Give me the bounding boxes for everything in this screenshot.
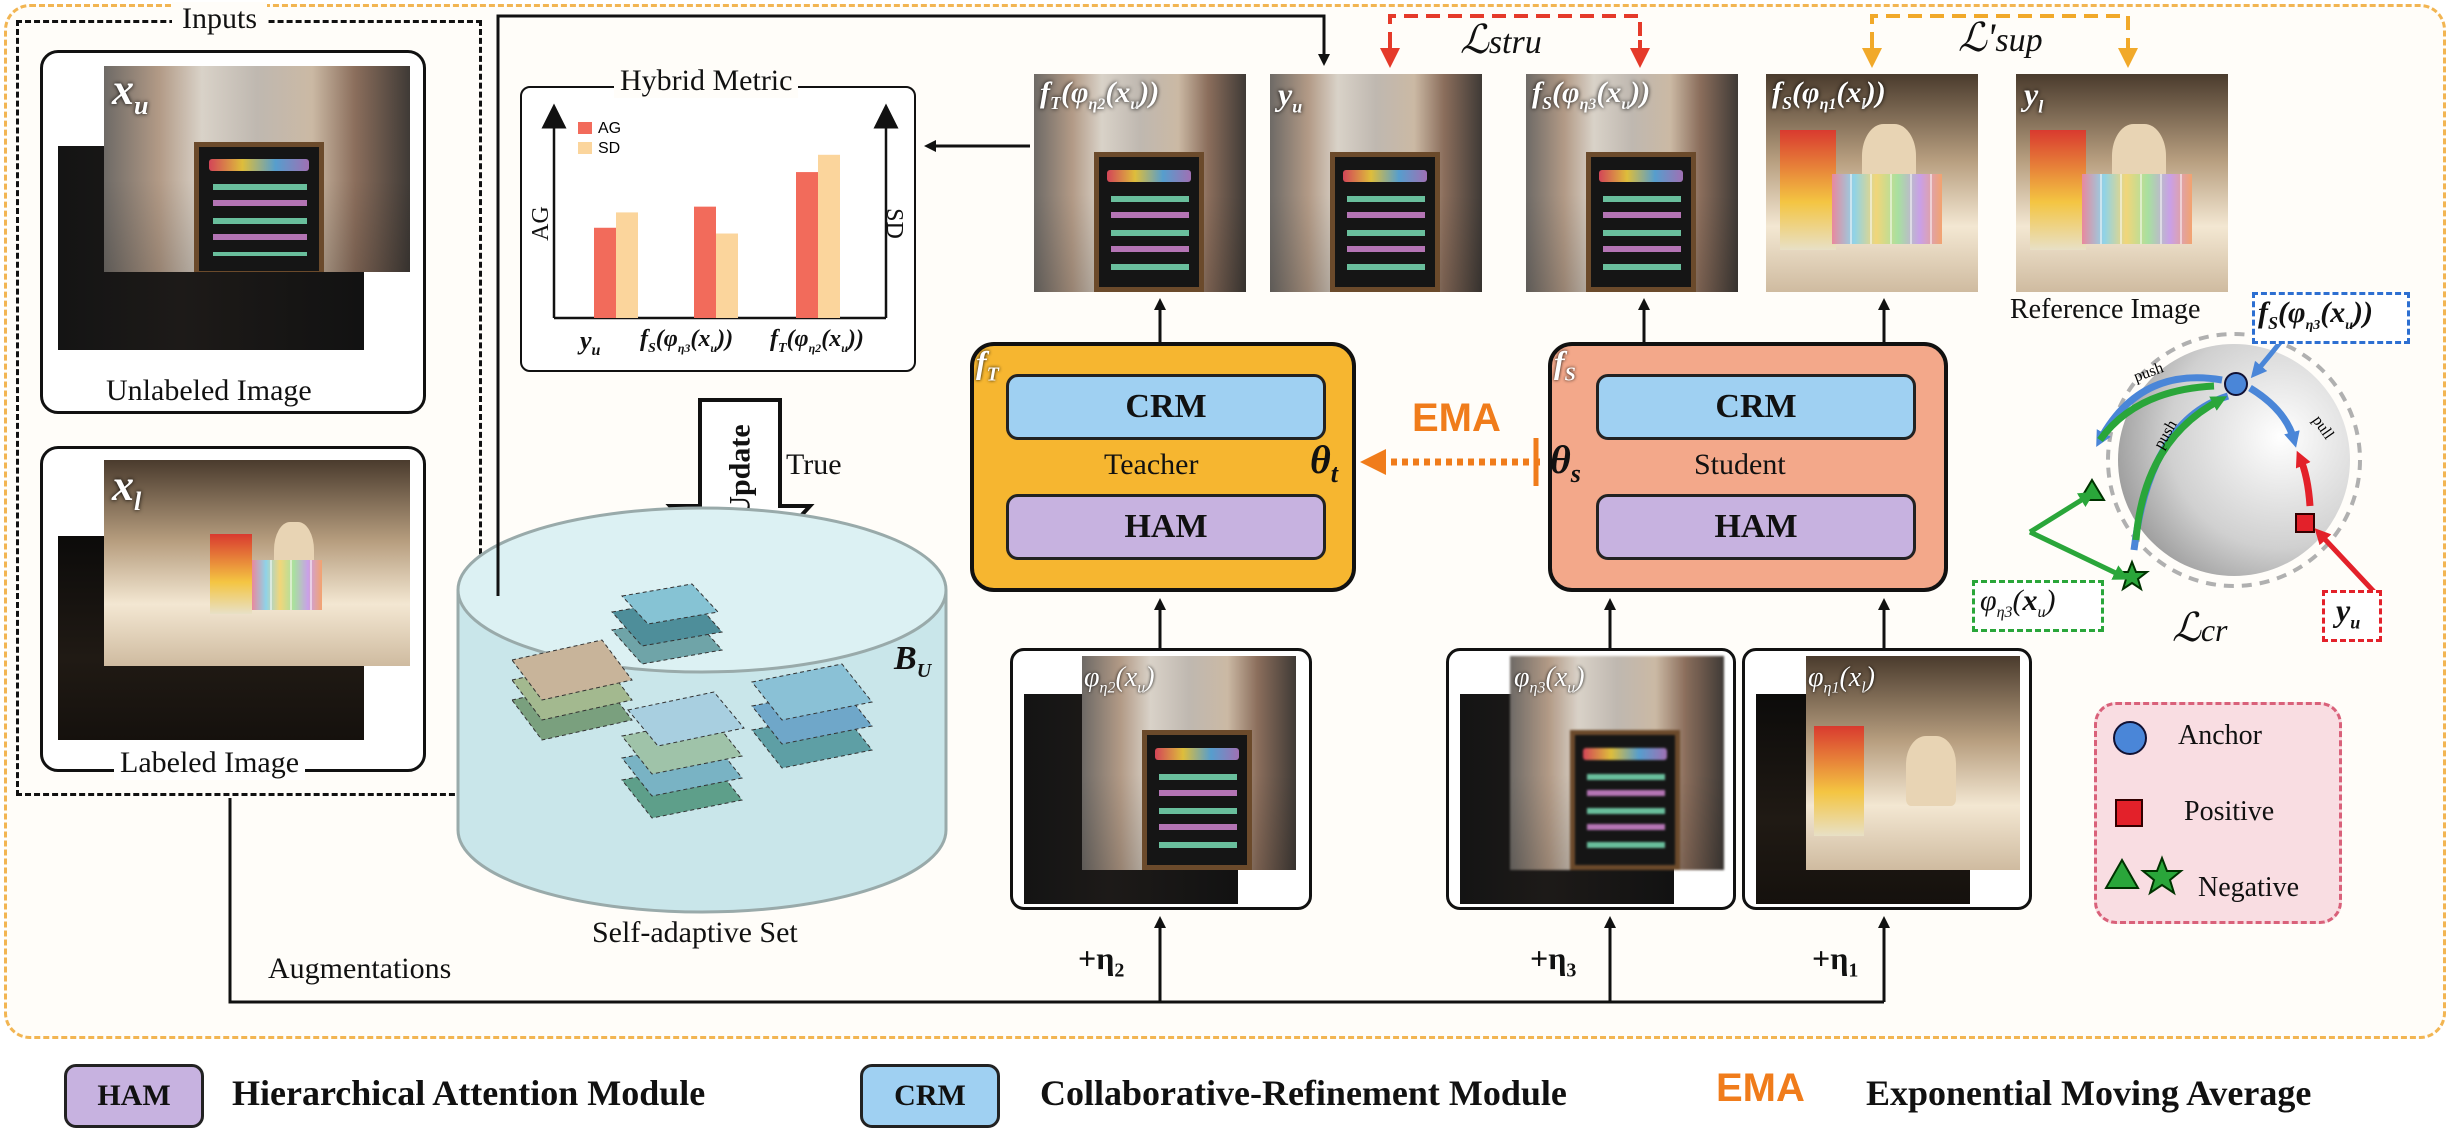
- teacher-ham-module: HAM: [1006, 494, 1326, 560]
- phi1-image: [1806, 656, 2020, 870]
- eta1-label: +η1: [1812, 940, 1859, 982]
- image-stack-3: [621, 691, 745, 819]
- unlabeled-caption: Unlabeled Image: [100, 374, 318, 408]
- augmentations-label: Augmentations: [268, 952, 452, 985]
- anchor-source-label: fS(φη3(xu)): [2258, 296, 2374, 333]
- bar-ag-1: [694, 206, 716, 318]
- sphere-anchor: [2224, 372, 2248, 396]
- legend-negative-text: Negative: [2198, 872, 2300, 903]
- eta3-label: +η3: [1530, 940, 1577, 982]
- ft-output-label: fT(φη2(xu)): [1040, 76, 1160, 113]
- legend-crm-key: CRM: [860, 1064, 1000, 1128]
- student-crm-module: CRM: [1596, 374, 1916, 440]
- loss-sup-label: ℒ'sup: [1958, 15, 2043, 60]
- labeled-bright-image: [104, 460, 410, 666]
- reference-image: [2016, 74, 2228, 292]
- bar-ag-0: [594, 227, 616, 318]
- legend-ham-text: Hierarchical Attention Module: [232, 1073, 706, 1113]
- student-theta: θs: [1550, 437, 1581, 488]
- student-name: Student: [1694, 448, 1786, 481]
- bar-sd-1: [716, 233, 738, 318]
- negative-source-label: φη3(xu): [1980, 584, 2056, 621]
- true-label: True: [786, 448, 842, 481]
- teacher-name: Teacher: [1104, 448, 1199, 481]
- image-stack-4: [751, 663, 873, 769]
- yl-label: yl: [2024, 76, 2044, 117]
- sample-legend-marks: [2104, 721, 2184, 896]
- phi3-image: [1510, 656, 1724, 870]
- tick-label-fs: fS(φη3(xu)): [640, 326, 734, 356]
- labeled-caption: Labeled Image: [114, 746, 306, 780]
- positive-source-label: yu: [2336, 592, 2361, 633]
- loss-stru-label: ℒstru: [1460, 17, 1542, 62]
- legend-crm-text: Collaborative-Refinement Module: [1040, 1073, 1567, 1113]
- unlabeled-bright-image: [104, 66, 410, 272]
- legend-positive-mark: [2115, 799, 2143, 827]
- legend-label-sd: SD: [598, 140, 620, 157]
- legend-negative-star: [2140, 855, 2184, 896]
- legend-label-ag: AG: [598, 120, 621, 137]
- legend-ema-text: Exponential Moving Average: [1866, 1073, 2312, 1113]
- self-adaptive-label: Self-adaptive Set: [592, 916, 798, 949]
- bar-sd-2: [818, 154, 840, 318]
- legend-negative-triangle: [2104, 857, 2140, 889]
- hybrid-metric-title: Hybrid Metric: [614, 64, 799, 98]
- legend-swatch-sd: [578, 142, 592, 154]
- teacher-crm-module: CRM: [1006, 374, 1326, 440]
- legend-anchor-text: Anchor: [2178, 720, 2262, 751]
- legend-ema-key: EMA: [1716, 1066, 1805, 1110]
- loss-cr-label: ℒcr: [2172, 605, 2228, 650]
- fs-unlabeled-output-label: fS(φη3(xu)): [1532, 76, 1651, 113]
- ft-output-image: [1034, 74, 1246, 292]
- tick-label-ft: fT(φη2(xu)): [770, 326, 864, 356]
- fs-labeled-output-label: fS(φη1(xl)): [1772, 76, 1886, 113]
- phi1-label: φη1(xl): [1808, 662, 1875, 697]
- bu-symbol: BU: [894, 640, 932, 682]
- eta2-label: +η2: [1078, 940, 1125, 982]
- bar-ag-2: [796, 172, 818, 318]
- anchor-source-box: [2252, 292, 2410, 344]
- fs-unlabeled-output-image: [1526, 74, 1738, 292]
- ema-label: EMA: [1412, 396, 1501, 440]
- phi2-image: [1082, 656, 1296, 870]
- unlabeled-symbol: xu: [112, 65, 149, 120]
- yu-image: [1270, 74, 1482, 292]
- fs-labeled-output-image: [1766, 74, 1978, 292]
- positive-source-box: [2322, 590, 2382, 642]
- sphere-positive: [2295, 513, 2315, 533]
- legend-ham-key: HAM: [64, 1064, 204, 1128]
- phi2-label: φη2(xu): [1084, 662, 1155, 697]
- negative-source-box: [1972, 580, 2104, 632]
- inputs-title: Inputs: [172, 2, 267, 36]
- legend-anchor-mark: [2113, 721, 2147, 755]
- student-ham-module: HAM: [1596, 494, 1916, 560]
- image-stack-1: [511, 639, 633, 741]
- reference-caption: Reference Image: [2010, 294, 2201, 325]
- legend-positive-text: Positive: [2184, 796, 2275, 827]
- labeled-symbol: xl: [112, 461, 142, 516]
- teacher-theta: θt: [1310, 437, 1338, 488]
- yu-label: yu: [1278, 76, 1303, 117]
- legend-swatch-ag: [578, 122, 592, 134]
- tick-label-yu: yu: [580, 326, 601, 360]
- hybrid-metric-chart: AG SD: [541, 103, 899, 320]
- image-stack-2: [611, 583, 723, 665]
- student-symbol: fS: [1554, 344, 1576, 386]
- phi3-label: φη3(xu): [1514, 662, 1585, 697]
- self-adaptive-cylinder: [456, 506, 948, 914]
- teacher-symbol: fT: [976, 344, 999, 386]
- bar-sd-0: [616, 212, 638, 318]
